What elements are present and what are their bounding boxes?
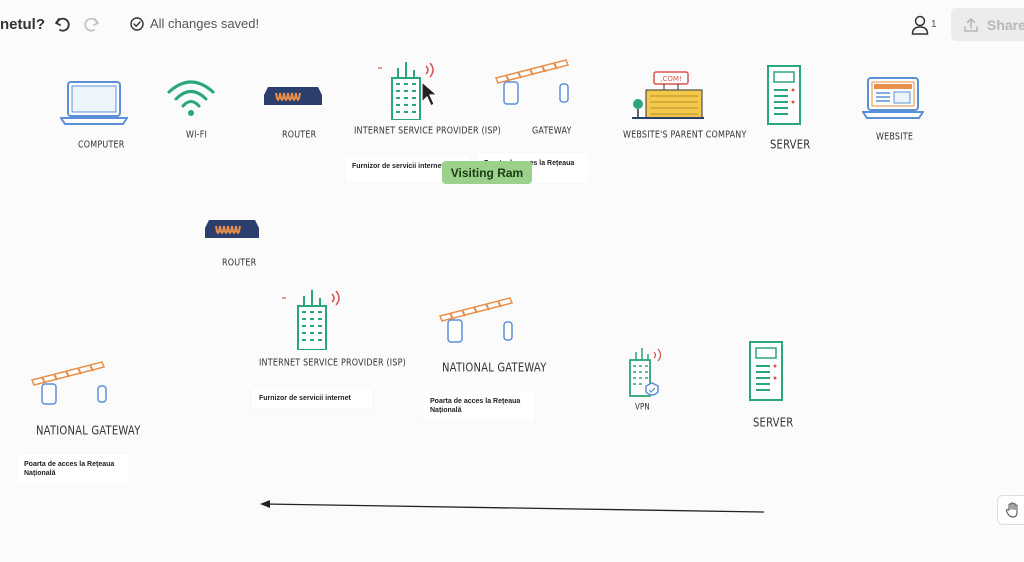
vpn-building-icon[interactable]: [618, 346, 668, 400]
share-button[interactable]: Share: [951, 8, 1024, 41]
gateway-label: Gateway: [532, 124, 572, 137]
hand-icon: [1005, 502, 1018, 518]
server-icon[interactable]: [746, 340, 786, 402]
wifi-icon[interactable]: [166, 76, 216, 120]
isp-mid-label: Internet Service Provider (ISP): [259, 356, 406, 369]
laptop-icon[interactable]: [60, 80, 128, 126]
pointer-cursor-icon: [421, 80, 439, 107]
parent-company-label: Website's parent company: [623, 128, 747, 141]
website-label: Website: [876, 130, 914, 143]
gateway-left-label: National Gateway: [36, 424, 141, 439]
gateway-barrier-icon[interactable]: [28, 356, 112, 406]
server-label: Server: [770, 138, 811, 153]
company-office-icon[interactable]: .COM!: [630, 70, 706, 122]
isp-building-icon[interactable]: [376, 58, 444, 120]
router-mid-label: Router: [222, 256, 257, 269]
computer-label: Computer: [78, 138, 125, 151]
server-mid-label: Server: [753, 416, 794, 431]
collaborators-button[interactable]: 1: [910, 14, 937, 36]
pan-tool-button[interactable]: [997, 495, 1024, 525]
connector-arrow[interactable]: [256, 496, 768, 518]
isp-building-icon[interactable]: [280, 286, 348, 350]
whiteboard-canvas[interactable]: Computer Wi-Fi Router Internet Service P…: [0, 50, 1024, 562]
gateway-mid-note-card[interactable]: Poarta de acces la Rețeaua Națională: [423, 391, 535, 421]
share-label: Share: [987, 16, 1024, 33]
router-icon[interactable]: [262, 85, 324, 113]
undo-icon[interactable]: [52, 14, 74, 36]
gateway-mid-label: National Gateway: [442, 361, 547, 376]
isp-mid-note-card[interactable]: Furnizor de servicii internet: [252, 388, 372, 408]
server-icon[interactable]: [764, 64, 804, 126]
isp-label: Internet Service Provider (ISP): [354, 124, 501, 137]
wifi-label: Wi-Fi: [186, 128, 208, 141]
save-status-text: All changes saved!: [150, 16, 260, 31]
collaborator-count: 1: [931, 19, 937, 30]
gateway-barrier-icon[interactable]: [488, 56, 572, 106]
vpn-label: VPN: [635, 402, 650, 412]
upload-icon: [964, 17, 978, 32]
gateway-left-note-card[interactable]: Poarta de acces la Rețeaua Națională: [17, 454, 129, 484]
document-title[interactable]: netul?: [0, 16, 45, 33]
website-laptop-icon[interactable]: [862, 76, 924, 120]
user-icon: [911, 15, 929, 35]
top-bar: netul? All changes saved! 1 Share: [0, 0, 1024, 50]
collaborator-cursor-tooltip: Visiting Ram: [442, 161, 532, 184]
router-icon[interactable]: [204, 218, 260, 246]
gateway-barrier-icon[interactable]: [434, 294, 518, 344]
save-status: All changes saved!: [130, 16, 259, 31]
router-label: Router: [282, 128, 317, 141]
svg-text:.COM!: .COM!: [660, 75, 681, 83]
check-circle-icon: [130, 16, 144, 31]
redo-icon[interactable]: [80, 14, 102, 36]
